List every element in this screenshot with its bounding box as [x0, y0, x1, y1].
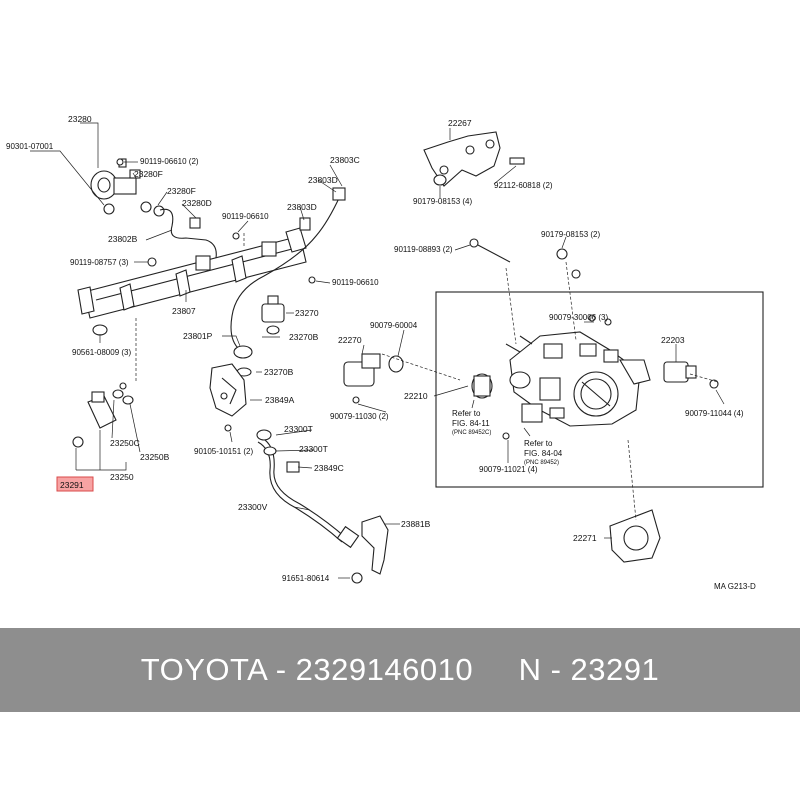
label-23280[interactable]: 23280 [68, 114, 92, 124]
bolts [116, 158, 581, 440]
label-90179-08153-2[interactable]: 90179-08153 (2) [541, 230, 600, 239]
label-23807[interactable]: 23807 [172, 306, 196, 316]
label-90119-08893[interactable]: 90119-08893 (2) [394, 245, 453, 254]
label-23270b-upper[interactable]: 23270B [289, 332, 319, 342]
label-23803d-upper[interactable]: 23803D [308, 175, 338, 185]
reference-1-line2[interactable]: FIG. 84-11 [452, 419, 490, 428]
label-23300t-lower[interactable]: 23300T [299, 444, 328, 454]
bracket-23881b[interactable] [361, 515, 389, 575]
pulsation-damper[interactable] [90, 158, 165, 217]
label-23291-highlighted[interactable]: 23291 [60, 480, 84, 490]
label-22271[interactable]: 22271 [573, 533, 597, 543]
leader-lines [30, 122, 725, 579]
footer-blank-area [0, 712, 800, 800]
reference-2-line2[interactable]: FIG. 84-04 [524, 449, 563, 458]
diagram-code: MA G213-D [714, 582, 756, 591]
label-90079-11044[interactable]: 90079-11044 (4) [685, 409, 744, 418]
part-labels: 23280 90301-07001 90119-06610 (2) 23280F… [6, 114, 756, 591]
label-23849c[interactable]: 23849C [314, 463, 344, 473]
label-23300t-upper[interactable]: 23300T [284, 424, 313, 434]
bolt-91651 [351, 572, 363, 584]
label-23803c[interactable]: 23803C [330, 155, 360, 165]
fuel-injector[interactable] [87, 382, 134, 429]
label-90561-08009[interactable]: 90561-08009 (3) [72, 348, 131, 357]
label-90119-06610-2[interactable]: 90119-06610 (2) [140, 157, 199, 166]
label-23280d[interactable]: 23280D [182, 198, 212, 208]
fuel-pipe-23802b[interactable] [159, 208, 217, 259]
label-90079-11021[interactable]: 90079-11021 (4) [479, 465, 538, 474]
label-22267[interactable]: 22267 [448, 118, 472, 128]
label-23270b-lower[interactable]: 23270B [264, 367, 294, 377]
union-bolt [189, 217, 201, 229]
reference-1-pnc: (PNC 89452C) [452, 430, 491, 436]
throttle-body[interactable] [471, 314, 651, 427]
label-23250[interactable]: 23250 [110, 472, 134, 482]
fuel-pipe-23801p[interactable] [230, 195, 341, 351]
bracket-23849a[interactable] [209, 363, 247, 417]
label-90105-10151[interactable]: 90105-10151 (2) [194, 447, 253, 456]
bracket-22267[interactable] [423, 131, 525, 187]
gasket-22271[interactable] [609, 509, 661, 563]
insulator-90561 [92, 324, 108, 336]
label-91651-80614[interactable]: 91651-80614 [282, 574, 330, 583]
label-90119-06610-a[interactable]: 90119-06610 [222, 212, 269, 221]
fuel-delivery-pipe[interactable] [77, 227, 307, 319]
idle-control-valve-22270[interactable] [343, 353, 404, 404]
label-23803d-lower[interactable]: 23803D [287, 202, 317, 212]
label-22270[interactable]: 22270 [338, 335, 362, 345]
label-92112-60818[interactable]: 92112-60818 (2) [494, 181, 553, 190]
label-90079-60004[interactable]: 90079-60004 [370, 321, 418, 330]
label-23881b[interactable]: 23881B [401, 519, 431, 529]
throttle-body-frame [435, 291, 764, 488]
label-23250c[interactable]: 23250C [110, 438, 140, 448]
label-90179-08153-4[interactable]: 90179-08153 (4) [413, 197, 472, 206]
dashed-lines [135, 232, 719, 521]
throttle-sensor-22203[interactable] [663, 361, 719, 389]
label-23250b[interactable]: 23250B [140, 452, 170, 462]
reference-2-pnc: (PNC 89452) [524, 460, 559, 466]
label-90079-11030[interactable]: 90079-11030 (2) [330, 412, 389, 421]
label-90119-08757[interactable]: 90119-08757 (3) [70, 258, 129, 267]
label-23849a[interactable]: 23849A [265, 395, 295, 405]
label-90079-30006[interactable]: 90079-30006 (3) [549, 313, 608, 322]
parts-diagram: 23280 90301-07001 90119-06610 (2) 23280F… [6, 114, 764, 591]
label-90301-07001[interactable]: 90301-07001 [6, 142, 54, 151]
label-23300v[interactable]: 23300V [238, 502, 268, 512]
reference-2-line1: Refer to [524, 439, 553, 448]
label-23801p[interactable]: 23801P [183, 331, 213, 341]
label-90119-06610-b[interactable]: 90119-06610 [332, 278, 379, 287]
part-number-title: TOYOTA - 2329146010 N - 23291 [140, 652, 660, 687]
label-22210[interactable]: 22210 [404, 391, 428, 401]
highlighted-part-box [56, 476, 94, 492]
label-23270[interactable]: 23270 [295, 308, 319, 318]
label-23280f-upper[interactable]: 23280F [134, 169, 163, 179]
label-23280f-lower[interactable]: 23280F [167, 186, 196, 196]
footer-bar: TOYOTA - 2329146010 N - 23291 [0, 628, 800, 712]
reference-1-line1: Refer to [452, 409, 481, 418]
label-22203[interactable]: 22203 [661, 335, 685, 345]
o-ring-23291[interactable] [72, 436, 84, 448]
pressure-regulator[interactable] [236, 295, 285, 377]
label-23802b[interactable]: 23802B [108, 234, 138, 244]
